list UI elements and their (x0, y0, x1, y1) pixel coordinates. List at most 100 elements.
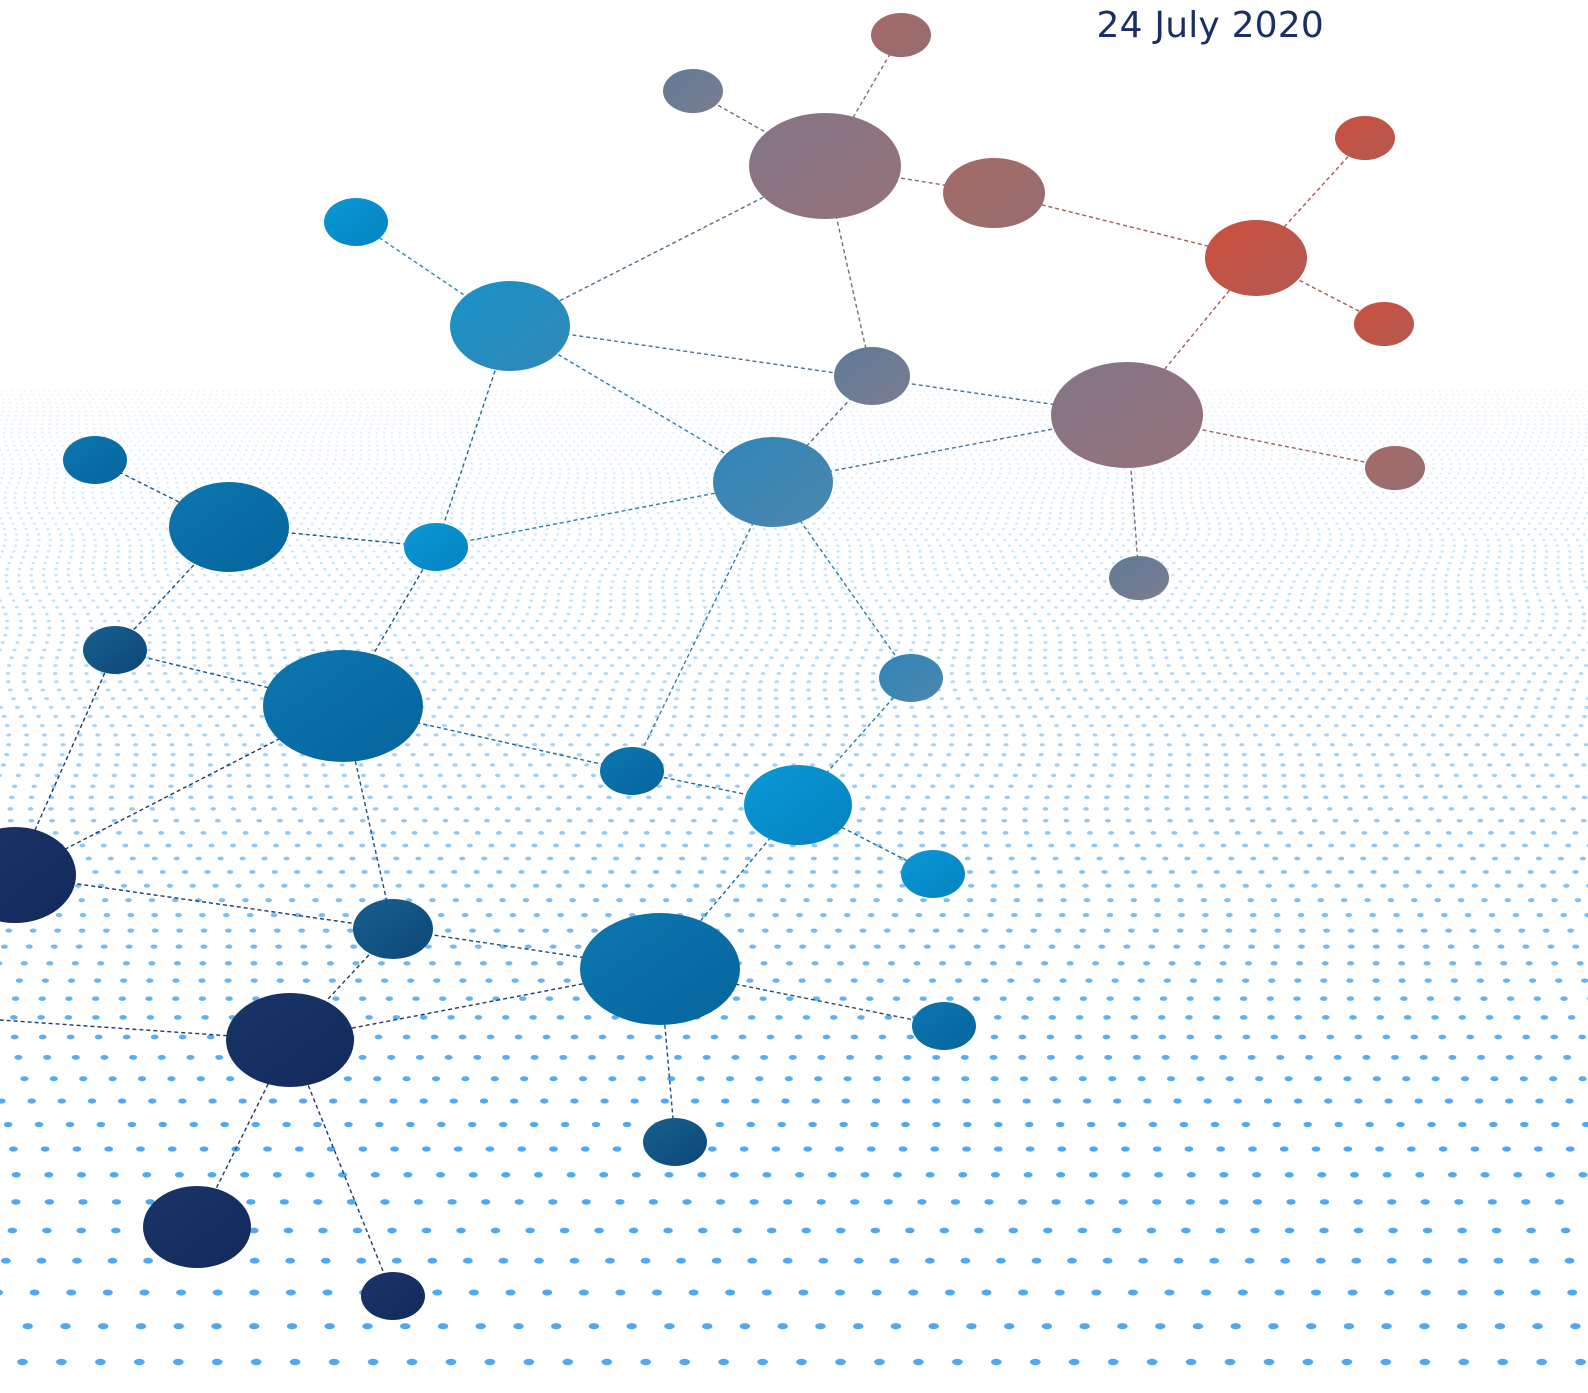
background-dot (652, 453, 655, 456)
background-dot (156, 481, 160, 484)
background-dot (154, 431, 158, 434)
background-dot (1349, 444, 1353, 447)
background-dot (1421, 481, 1425, 484)
background-dot (868, 423, 871, 425)
background-dot (635, 440, 639, 443)
background-dot (89, 394, 92, 396)
background-dot (1291, 481, 1295, 484)
background-dot (79, 398, 82, 400)
background-dot (597, 402, 600, 404)
background-dot (788, 419, 791, 421)
background-dot (522, 463, 526, 465)
background-dot (907, 444, 910, 447)
background-dot (1241, 472, 1244, 475)
background-dot (756, 402, 759, 404)
background-dot (1322, 472, 1325, 475)
background-dot (55, 477, 59, 480)
background-dot (778, 406, 781, 409)
background-dot (1339, 406, 1342, 409)
background-dot (42, 406, 45, 409)
background-dot (832, 436, 835, 438)
background-dot (537, 402, 540, 404)
background-dot (931, 444, 934, 447)
background-dot (407, 419, 411, 421)
background-dot (498, 486, 501, 489)
background-dot (103, 406, 106, 409)
background-dot (368, 453, 371, 456)
background-dot (1499, 436, 1502, 438)
background-dot (1020, 414, 1023, 417)
background-dot (948, 436, 952, 438)
background-dot (951, 477, 954, 480)
background-dot (883, 410, 886, 413)
background-dot (398, 481, 402, 484)
background-dot (683, 402, 686, 404)
background-dot (428, 431, 432, 434)
background-dot (427, 463, 431, 465)
background-dot (951, 427, 954, 430)
background-dot (1008, 394, 1011, 396)
background-dot (265, 458, 269, 461)
background-dot (241, 467, 244, 470)
background-dot (990, 463, 994, 465)
background-dot (265, 477, 269, 480)
background-dot (1546, 467, 1550, 470)
background-dot (1325, 444, 1329, 447)
background-dot (1150, 491, 1154, 494)
background-dot (1023, 440, 1026, 443)
background-dot (150, 398, 153, 400)
background-dot (1527, 477, 1530, 480)
background-dot (1304, 410, 1307, 413)
background-dot (1212, 453, 1215, 456)
background-dot (712, 390, 715, 392)
background-dot (1497, 398, 1500, 400)
background-dot (999, 467, 1003, 470)
background-dot (870, 410, 873, 413)
background-dot (51, 394, 54, 396)
background-dot (450, 414, 453, 417)
background-dot (1457, 458, 1460, 461)
background-dot (1563, 419, 1566, 421)
background-dot (1229, 449, 1232, 452)
background-dot (972, 458, 975, 461)
background-dot (1344, 477, 1347, 480)
background-dot (1311, 431, 1314, 434)
background-dot (1014, 410, 1017, 413)
background-dot (1398, 427, 1402, 430)
background-dot (845, 419, 848, 421)
background-dot (765, 398, 768, 400)
background-dot (352, 472, 356, 475)
background-dot (346, 390, 349, 392)
background-dot (285, 406, 288, 409)
background-dot (222, 410, 225, 413)
background-dot (29, 472, 32, 475)
background-dot (257, 427, 260, 430)
background-dot (802, 423, 805, 425)
background-dot (679, 431, 683, 434)
background-dot (466, 427, 469, 430)
background-dot (992, 398, 995, 400)
background-dot (1311, 402, 1314, 404)
background-dot (98, 390, 101, 392)
background-dot (1246, 486, 1249, 489)
background-dot (921, 427, 924, 430)
background-dot (291, 410, 294, 413)
background-dot (1035, 406, 1038, 409)
background-dot (545, 398, 548, 400)
background-dot (1530, 436, 1533, 438)
background-dot (1217, 414, 1220, 417)
background-dot (580, 458, 584, 461)
background-dot (128, 477, 132, 480)
background-dot (597, 449, 601, 452)
background-dot (612, 472, 616, 475)
background-dot (835, 449, 838, 452)
background-dot (130, 449, 133, 452)
background-dot (1459, 491, 1462, 494)
background-dot (55, 402, 58, 404)
background-dot (177, 394, 180, 396)
background-dot (425, 394, 428, 396)
background-dot (360, 431, 363, 434)
background-dot (603, 481, 606, 484)
background-dot (1240, 419, 1243, 421)
background-dot (1419, 419, 1422, 421)
